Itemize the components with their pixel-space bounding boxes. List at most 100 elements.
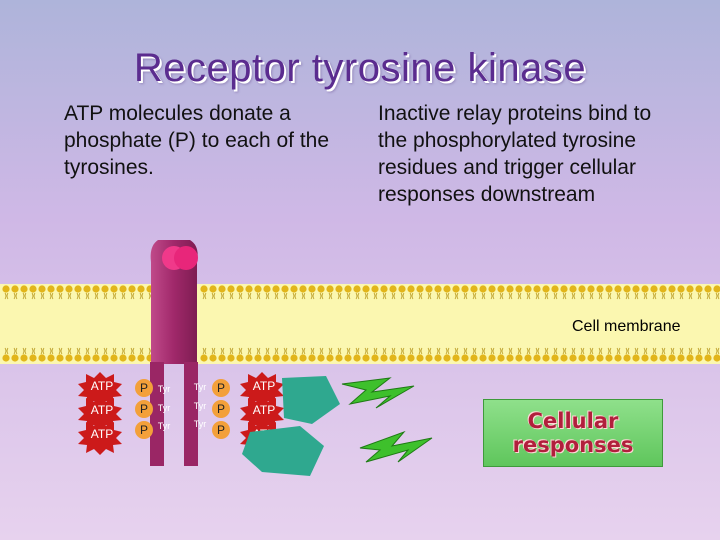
lipid-head xyxy=(299,285,307,293)
lipid-tail xyxy=(643,292,648,300)
lipid-tail xyxy=(553,347,558,355)
lipid-tail xyxy=(319,347,324,355)
lipid-head xyxy=(389,285,397,293)
phosphate-right-3: P xyxy=(212,421,230,439)
lipid-tail xyxy=(436,347,441,355)
tyrosine-label: Tyr xyxy=(194,401,207,411)
lipid-tail xyxy=(589,292,594,300)
lipid-head xyxy=(344,354,352,362)
lipid-head xyxy=(317,354,325,362)
lipid-tail xyxy=(274,347,279,355)
lipid-head xyxy=(434,354,442,362)
receptor-tyrosine-kinase xyxy=(150,240,198,466)
lipid-head xyxy=(200,285,208,293)
lipid-head xyxy=(497,354,505,362)
lipid-head xyxy=(533,285,541,293)
lipid-head xyxy=(452,285,460,293)
phosphate-right-2: P xyxy=(212,400,230,418)
lipid-tail xyxy=(589,347,594,355)
lipid-head xyxy=(641,285,649,293)
lipid-tail xyxy=(283,292,288,300)
lipid-head xyxy=(452,354,460,362)
lipid-tail xyxy=(112,347,117,355)
lipid-tail xyxy=(571,347,576,355)
lipid-head xyxy=(632,285,640,293)
lipid-tail xyxy=(526,347,531,355)
lipid-tail xyxy=(454,292,459,300)
lipid-tail xyxy=(463,347,468,355)
lipid-head xyxy=(317,285,325,293)
lipid-head xyxy=(596,285,604,293)
lipid-tail xyxy=(607,347,612,355)
lipid-head xyxy=(227,285,235,293)
lipid-head xyxy=(506,285,514,293)
lipid-head xyxy=(524,354,532,362)
lipid-head xyxy=(272,285,280,293)
lipid-tail xyxy=(22,347,27,355)
lipid-tail xyxy=(634,347,639,355)
lipid-tail xyxy=(481,292,486,300)
phosphate-label: P xyxy=(140,423,148,437)
lipid-tail xyxy=(49,347,54,355)
lipid-head xyxy=(686,354,694,362)
lipid-head xyxy=(713,285,720,293)
lipid-tail xyxy=(67,292,72,300)
lipid-head xyxy=(110,354,118,362)
lipid-tail xyxy=(310,347,315,355)
lipid-head xyxy=(524,285,532,293)
atp-burst-left-2: ATP xyxy=(78,396,122,431)
lipid-head xyxy=(209,285,217,293)
lipid-tail xyxy=(238,292,243,300)
atp-burst-left-1: ATP xyxy=(78,372,122,407)
lipid-tail xyxy=(274,292,279,300)
lipid-head xyxy=(695,285,703,293)
lipid-tail xyxy=(652,292,657,300)
lipid-tail xyxy=(121,347,126,355)
lipid-head xyxy=(677,285,685,293)
lipid-head xyxy=(38,354,46,362)
phosphate-label: P xyxy=(140,381,148,395)
lipid-tail xyxy=(67,347,72,355)
lipid-head xyxy=(470,285,478,293)
lipid-head xyxy=(569,354,577,362)
lipid-head xyxy=(290,354,298,362)
lipid-head xyxy=(101,285,109,293)
tyrosine-label: Tyr xyxy=(194,382,207,392)
lipid-tail xyxy=(445,292,450,300)
lipid-head xyxy=(596,354,604,362)
tyrosine-label: Tyr xyxy=(158,421,171,431)
lipid-head xyxy=(506,354,514,362)
lipid-head xyxy=(605,354,613,362)
lipid-head xyxy=(407,354,415,362)
lipid-tail xyxy=(490,292,495,300)
lipid-head xyxy=(632,354,640,362)
lipid-head xyxy=(92,285,100,293)
lipid-tail xyxy=(616,347,621,355)
lipid-head xyxy=(308,285,316,293)
lipid-head xyxy=(209,354,217,362)
lipid-head xyxy=(56,354,64,362)
lipid-tail xyxy=(499,292,504,300)
lipid-tail xyxy=(517,292,522,300)
lipid-tail xyxy=(328,292,333,300)
lipid-head xyxy=(128,285,136,293)
lipid-tail xyxy=(463,292,468,300)
lipid-head xyxy=(263,354,271,362)
lipid-tail xyxy=(472,347,477,355)
lipid-tail xyxy=(391,347,396,355)
lipid-tail xyxy=(364,292,369,300)
cellular-responses-box: Cellular responses xyxy=(483,399,663,467)
lipid-head xyxy=(218,354,226,362)
lipid-tail xyxy=(58,292,63,300)
lipid-tail xyxy=(535,347,540,355)
lipid-head xyxy=(434,285,442,293)
lipid-head xyxy=(587,354,595,362)
lipid-tail xyxy=(229,292,234,300)
lipid-tail xyxy=(382,292,387,300)
lipid-head xyxy=(47,354,55,362)
lipid-tail xyxy=(220,347,225,355)
lipid-head xyxy=(713,354,720,362)
lipid-head xyxy=(569,285,577,293)
lipid-tail xyxy=(85,347,90,355)
